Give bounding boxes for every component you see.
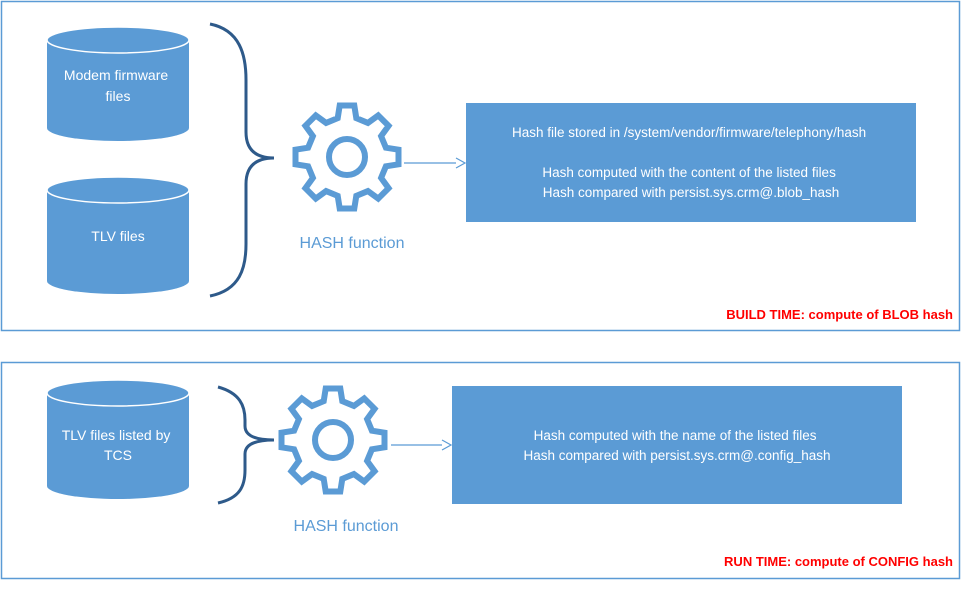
cylinder-label-line: Modem firmware [64,67,168,83]
build-time-panel: Modem firmware files TLV files HASH func… [0,0,961,332]
build-time-caption: BUILD TIME: compute of BLOB hash [726,307,953,322]
svg-text:Modem firmware files: Modem firmware files [64,67,172,104]
build-output-box: Hash file stored in /system/vendor/firmw… [466,103,916,222]
output-line: Hash compared with persist.sys.crm@.conf… [523,448,830,463]
arrow-right-icon [404,157,467,169]
hash-function-label: HASH function [294,518,399,535]
modem-firmware-files-cylinder: Modem firmware files [46,26,190,141]
cylinder-label: TLV files [91,228,144,244]
cylinder-label-line: TCS [104,447,132,463]
arrow-right-icon [391,439,453,451]
hash-function-label: HASH function [300,235,405,252]
bracket-icon [217,385,275,505]
svg-text:Hash computed with the name of: Hash computed with the name of the liste… [523,428,830,463]
run-time-caption: RUN TIME: compute of CONFIG hash [724,554,953,569]
svg-text:TLV files listed by TC: TLV files listed by TCS [62,427,175,463]
gear-icon [278,385,388,495]
run-time-panel: TLV files listed by TCS HASH function Ha… [0,361,961,580]
output-line: Hash compared with persist.sys.crm@.blob… [543,185,840,200]
tlv-files-cylinder: TLV files [46,176,190,294]
bracket-icon [209,22,275,298]
output-line: Hash file stored in /system/vendor/firmw… [512,125,866,140]
svg-text:Hash file stored in /system/ve: Hash file stored in /system/vendor/firmw… [512,125,870,200]
cylinder-label-line: files [106,88,131,104]
output-line: Hash computed with the name of the liste… [534,428,817,443]
tlv-files-listed-cylinder: TLV files listed by TCS [46,379,190,499]
cylinder-label-line: TLV files listed by [62,427,171,443]
run-output-box: Hash computed with the name of the liste… [452,386,902,504]
output-line: Hash computed with the content of the li… [542,165,836,180]
gear-icon [292,102,402,212]
